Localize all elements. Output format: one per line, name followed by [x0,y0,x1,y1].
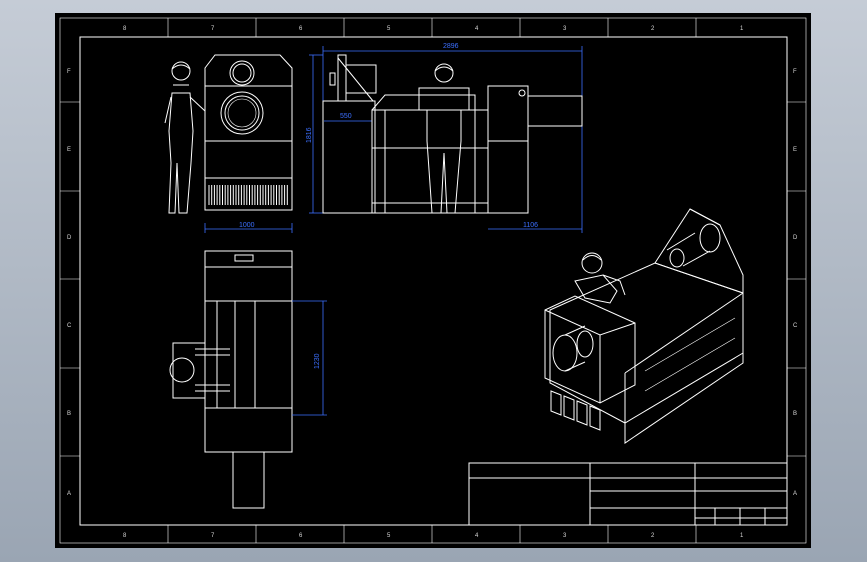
zone-label: E [67,147,71,153]
dimension-side-small: 550 [340,113,352,120]
zone-label: D [793,235,798,241]
zone-label: 4 [475,533,479,539]
zone-label: 5 [387,26,391,32]
dimension-front-width: 1000 [239,222,255,229]
operator-figure-front [164,61,206,214]
zone-label: 8 [123,533,127,539]
bottom-zone-labels: 8 7 6 5 4 3 2 1 [123,533,744,539]
dimension-top-length: 1230 [314,353,321,369]
main-port-circle [220,91,264,135]
zone-label: 4 [475,26,479,32]
iso-front-port [552,334,578,372]
zone-label: 6 [299,26,303,32]
zone-label: 1 [740,533,744,539]
top-view: 1230 [169,250,327,509]
outer-frame [59,17,807,544]
isometric-view [544,208,744,444]
operator-figure-iso [574,252,626,304]
iso-rear-port [699,223,721,253]
zone-label: D [67,235,72,241]
dimension-front-height: 1816 [306,127,313,143]
zone-label: F [793,69,797,75]
front-machine-body [204,54,293,211]
iso-rear-housing [654,208,744,294]
iso-front-housing [544,295,636,404]
zone-ticks [60,18,806,543]
zone-label: 3 [563,26,567,32]
right-zone-labels: F E D C B A [793,69,798,497]
zone-label: F [67,69,71,75]
zone-label: 7 [211,533,215,539]
top-view-body [204,266,293,453]
zone-label: 5 [387,533,391,539]
zone-label: A [67,491,71,497]
side-view: 2896 1816 550 1106 [306,43,583,233]
zone-label: B [793,411,797,417]
drawing-sheet: 8 7 6 5 4 3 2 1 8 7 6 5 4 3 2 1 F E D C … [55,13,811,548]
zone-label: 2 [651,26,655,32]
zone-label: C [793,323,798,329]
zone-label: 6 [299,533,303,539]
vent-grille [208,185,288,205]
left-zone-labels: F E D C B A [67,69,72,497]
top-zone-labels: 8 7 6 5 4 3 2 1 [123,26,744,32]
zone-label: 2 [651,533,655,539]
zone-label: 8 [123,26,127,32]
front-view: 1000 [164,54,293,233]
zone-label: 7 [211,26,215,32]
zone-label: B [67,411,71,417]
zone-label: C [67,323,72,329]
side-tank-top [371,94,476,111]
operator-figure-side [418,63,470,214]
zone-label: 1 [740,26,744,32]
side-left-cabinet [322,100,376,214]
upper-port-circle [229,60,255,86]
cad-drawing: 8 7 6 5 4 3 2 1 8 7 6 5 4 3 2 1 F E D C … [59,17,807,544]
zone-label: E [793,147,797,153]
top-view-port [169,357,195,383]
dimension-side-total: 2896 [443,43,459,50]
inner-frame [79,36,788,526]
iso-vent-slots [550,390,601,431]
side-right-unit [487,85,529,142]
top-view-extension [232,451,265,509]
zone-label: 3 [563,533,567,539]
top-view-header [204,250,293,268]
dimension-side-right: 1106 [523,222,538,229]
zone-label: A [793,491,797,497]
title-block [468,462,788,526]
